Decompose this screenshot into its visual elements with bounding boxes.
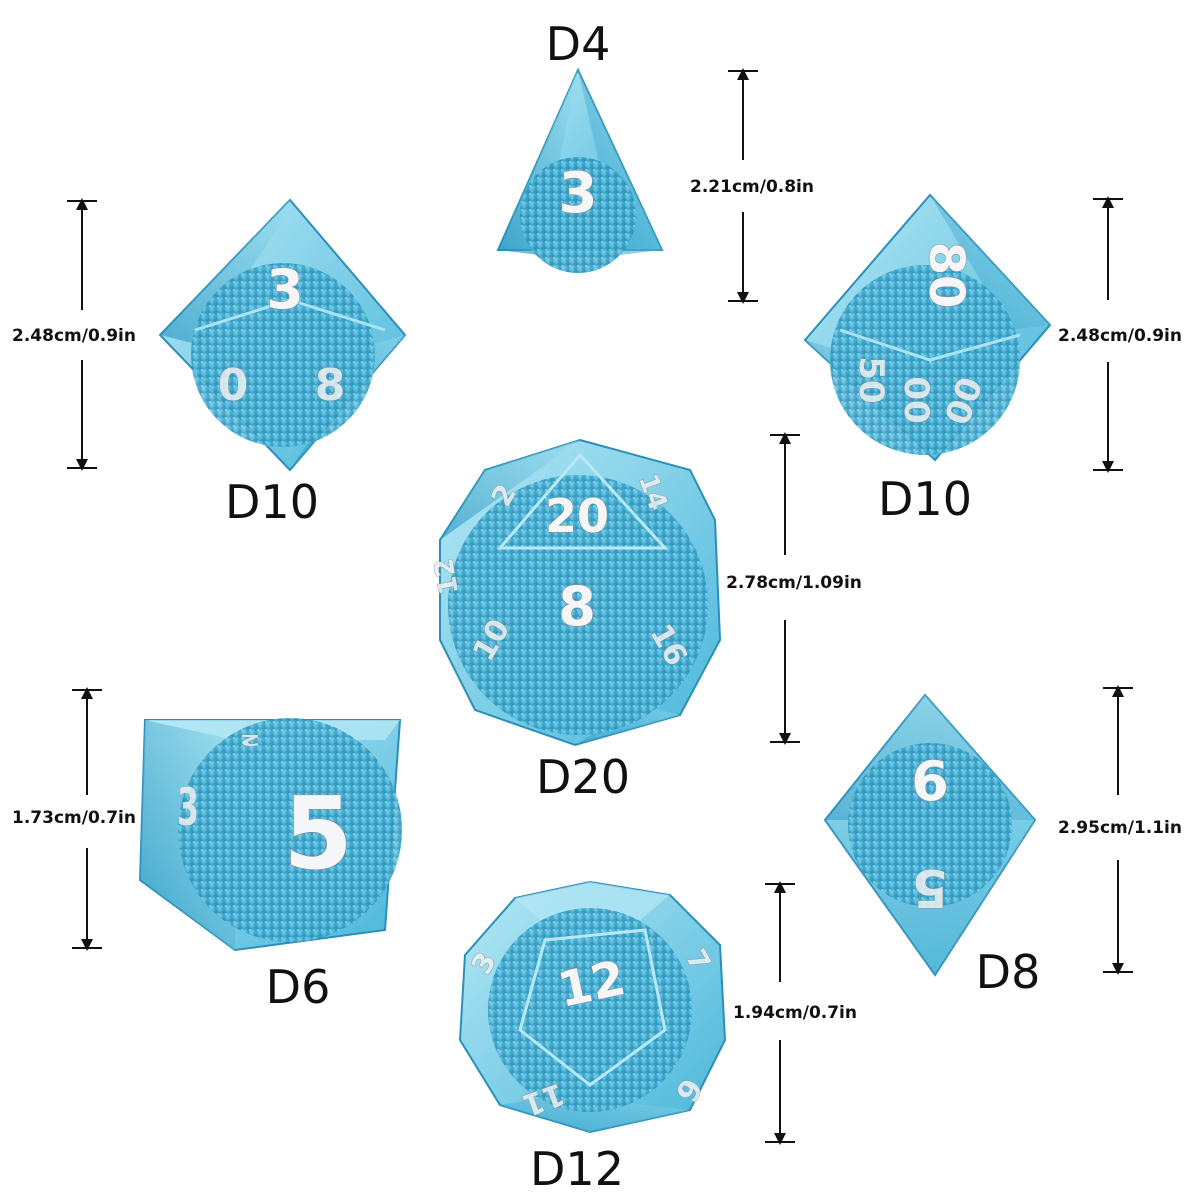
die-d8: 6 5 D8 xyxy=(823,693,1041,999)
d4-left-facet xyxy=(498,70,578,255)
d4-label: D4 xyxy=(546,17,611,71)
d10-left-dimension: 2.48cm/0.9in xyxy=(12,198,136,471)
d10-left-face-right: 8 xyxy=(315,360,346,411)
d6-label: D6 xyxy=(266,960,331,1014)
d8-glitter-orb xyxy=(848,743,1012,907)
d20-glitter-orb xyxy=(448,475,708,735)
d4-dimension-text: 2.21cm/0.8in xyxy=(690,177,814,197)
d10-left-dimension-text: 2.48cm/0.9in xyxy=(12,326,136,346)
d12-label: D12 xyxy=(530,1142,624,1196)
d10-right-face-mid: 00 xyxy=(896,376,936,423)
d6-dimension: 1.73cm/0.7in xyxy=(12,687,136,951)
die-d4: 3 D4 xyxy=(496,17,664,273)
d10-left-label: D10 xyxy=(225,475,319,529)
d20-face-center: 8 xyxy=(558,575,596,638)
d10-left-glitter-orb xyxy=(191,263,375,447)
d4-right-facet xyxy=(578,70,662,255)
d6-face-front: 5 xyxy=(283,775,353,892)
die-d12: 12 3 7 6 11 D12 xyxy=(458,880,727,1196)
d10-right-glitter-orb xyxy=(830,265,1020,455)
d4-face-number: 3 xyxy=(559,161,598,226)
d4-glitter-orb xyxy=(520,157,636,273)
d10-right-dimension-text: 2.48cm/0.9in xyxy=(1058,326,1182,346)
d12-dimension: 1.94cm/0.7in xyxy=(733,881,857,1145)
d6-glitter-orb xyxy=(178,718,402,942)
d10-right-dimension: 2.48cm/0.9in xyxy=(1058,196,1182,473)
d10-left-face-left: 0 xyxy=(218,360,249,411)
d12-dimension-text: 1.94cm/0.7in xyxy=(733,1003,857,1023)
d10-left-face-top: 3 xyxy=(266,258,304,321)
d10-right-label: D10 xyxy=(878,472,972,526)
die-d10-right: 80 50 00 00 D10 xyxy=(803,193,1052,526)
d6-face-top: 2 xyxy=(240,731,261,749)
d20-face-left: 12 xyxy=(429,556,465,597)
d20-face-top: 20 xyxy=(545,489,609,543)
die-d6: 5 3 2 D6 xyxy=(138,718,402,1014)
d8-face-top: 6 xyxy=(911,750,949,813)
d8-dimension-text: 2.95cm/1.1in xyxy=(1058,818,1182,838)
die-d20: 20 8 2 14 12 10 16 D20 xyxy=(429,438,722,804)
d20-dimension-text: 2.78cm/1.09in xyxy=(726,573,862,593)
d6-face-side: 3 xyxy=(177,778,199,839)
d12-face-center: 12 xyxy=(553,950,630,1019)
d6-dimension-text: 1.73cm/0.7in xyxy=(12,808,136,828)
d20-label: D20 xyxy=(536,750,630,804)
d8-dimension: 2.95cm/1.1in xyxy=(1058,685,1182,975)
die-d10-left: 3 0 8 D10 xyxy=(158,198,407,529)
d10-right-face-top: 80 xyxy=(918,242,974,309)
d20-dimension: 2.78cm/1.09in xyxy=(726,432,862,745)
d10-right-face-left: 50 xyxy=(851,356,891,403)
d8-label: D8 xyxy=(976,945,1041,999)
d8-face-bottom: 5 xyxy=(912,857,948,917)
d4-dimension: 2.21cm/0.8in xyxy=(690,68,814,304)
